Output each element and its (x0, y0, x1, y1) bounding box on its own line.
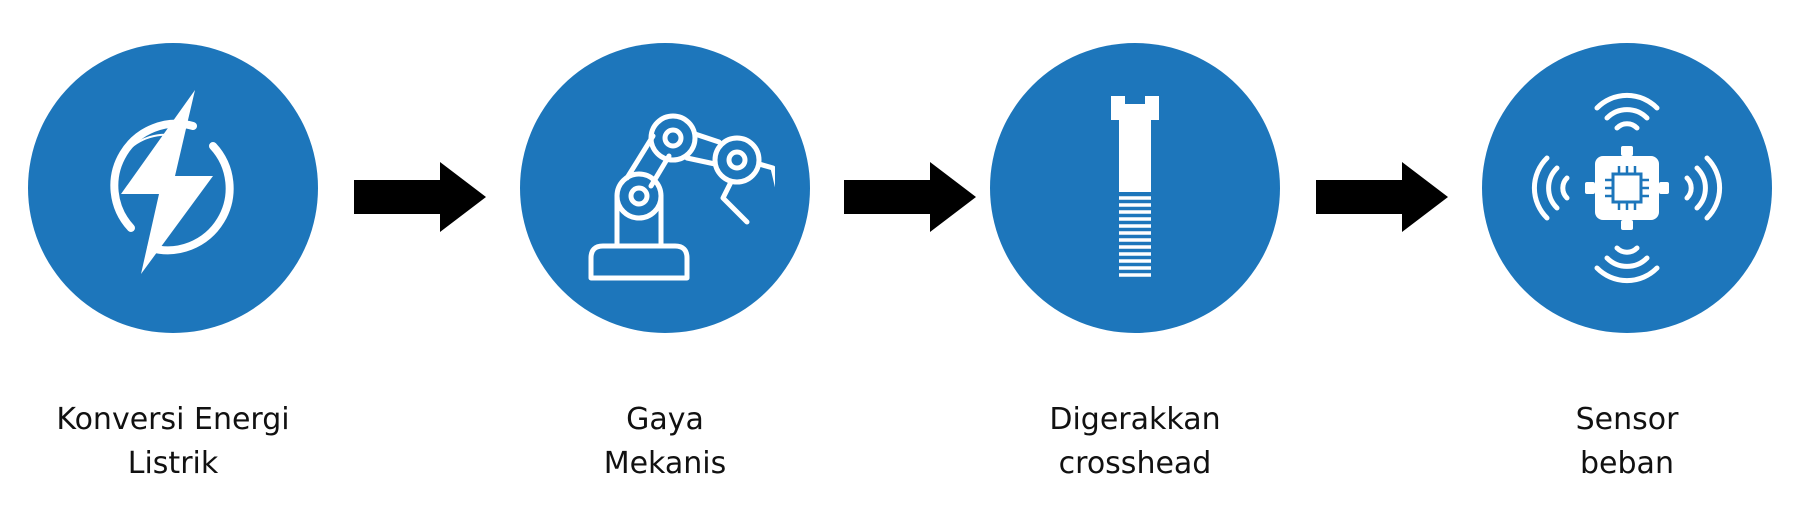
step-label-1-line2: Listrik (127, 446, 219, 481)
step-label-1-line1: Konversi Energi (56, 402, 290, 437)
robot-arm-icon (588, 113, 775, 281)
step-circle-mechanical (520, 43, 810, 333)
step-label-1: Konversi Energi Listrik (0, 398, 353, 486)
step-label-3-line1: Digerakkan (1049, 402, 1221, 437)
step-label-4-line1: Sensor (1575, 402, 1679, 437)
flow-arrow-1 (354, 162, 486, 232)
step-label-3: Digerakkan crosshead (955, 398, 1315, 486)
step-label-2: Gaya Mekanis (485, 398, 845, 486)
step-label-2-line1: Gaya (626, 402, 704, 437)
step-circle-sensor (1482, 43, 1772, 333)
step-label-2-line2: Mekanis (603, 446, 727, 481)
step-label-3-line2: crosshead (1058, 446, 1212, 481)
step-label-4: Sensor beban (1447, 398, 1800, 486)
flow-arrow-3 (1316, 162, 1448, 232)
step-label-4-line2: beban (1580, 446, 1674, 481)
flow-arrow-2 (844, 162, 976, 232)
step-circle-energy (28, 43, 318, 333)
screw-bolt-icon (1111, 96, 1159, 277)
sensor-chip-icon (1531, 92, 1723, 284)
energy-conversion-icon (110, 90, 234, 274)
step-circle-crosshead (990, 43, 1280, 333)
